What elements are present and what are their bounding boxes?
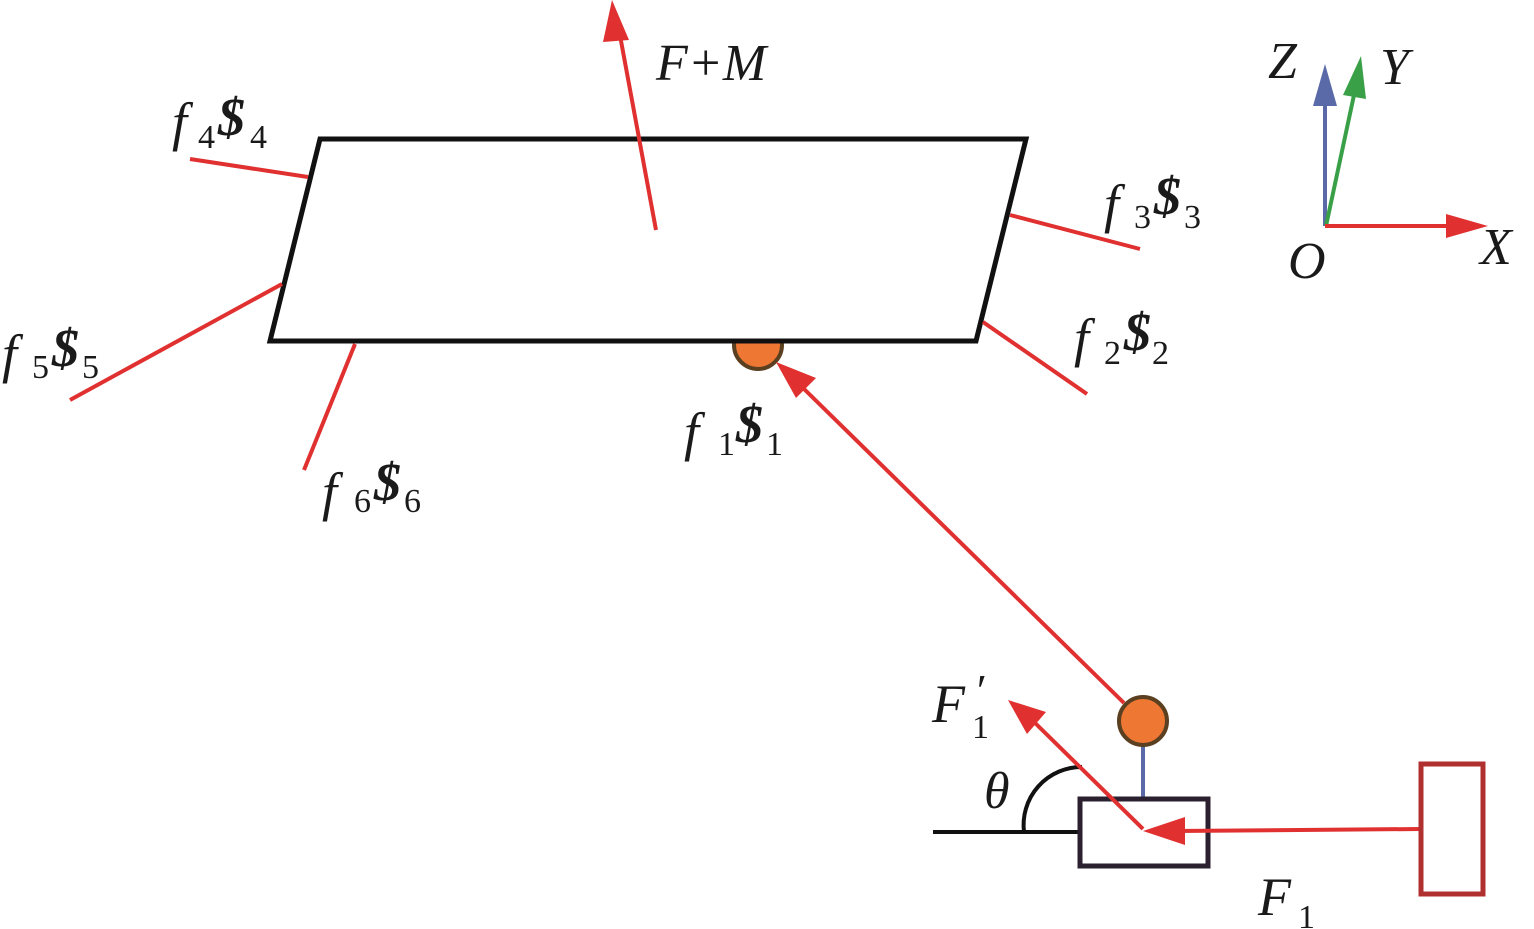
z-axis-arrowhead [1313,64,1337,106]
svg-text:1: 1 [1298,899,1315,929]
origin-label: O [1288,233,1326,290]
svg-text:$: $ [51,318,79,378]
resultant-arrowhead [603,0,629,42]
actuator-base [1418,761,1486,897]
svg-text:F: F [931,674,966,734]
svg-text:$: $ [217,87,245,147]
x-axis-arrowhead [1446,214,1488,238]
svg-text:$: $ [1153,166,1181,226]
svg-text:2: 2 [1104,335,1121,372]
slider-force-arrowhead [1143,817,1185,845]
svg-text:3: 3 [1134,199,1151,236]
svg-text:f: f [1074,308,1096,368]
leg-force-arrow [798,383,1126,705]
svg-text:$: $ [373,452,401,512]
svg-text:1: 1 [766,426,783,463]
angle-label: θ [984,763,1010,820]
leg-arrowhead [776,362,816,398]
y-axis [1324,94,1356,227]
svg-text:4: 4 [198,119,215,156]
twist-line-2 [981,320,1089,396]
twist-label-2: f 2 $ 2 [1074,302,1169,372]
svg-text:f: f [172,92,194,152]
svg-text:3: 3 [1184,199,1201,236]
component-force-label: F ′ 1 [931,665,989,746]
svg-text:f: f [684,402,706,462]
svg-text:$: $ [735,394,763,454]
twist-line-4 [189,157,309,179]
x-axis-label: X [1478,219,1514,276]
svg-text:6: 6 [404,483,421,520]
twist-label-5: f 5 $ 5 [2,318,99,386]
svg-text:′: ′ [974,665,985,716]
y-axis-arrowhead [1343,56,1366,99]
svg-text:f: f [2,324,24,384]
angle-arc [1021,764,1083,833]
svg-text:f: f [1104,174,1126,234]
svg-text:$: $ [1123,302,1151,362]
z-axis-label: Z [1268,33,1298,90]
svg-text:4: 4 [250,119,267,156]
twist-label-6: f 6 $ 6 [322,452,421,522]
twist-label-1: f 1 $ 1 [684,394,783,463]
twist-label-4: f 4 $ 4 [172,87,267,156]
twist-line-3 [1009,213,1141,251]
twist-line-5 [69,282,283,402]
twist-line-6 [302,343,357,471]
svg-text:2: 2 [1152,335,1169,372]
svg-text:5: 5 [82,349,99,386]
component-arrowhead [1008,700,1046,734]
svg-text:6: 6 [354,483,371,520]
joint-mask [720,310,800,339]
svg-text:1: 1 [718,426,735,463]
twist-label-3: f 3 $ 3 [1104,166,1201,236]
lower-joint [1117,695,1169,747]
svg-text:F: F [1257,867,1292,927]
slider-force-arrow [1174,827,1421,833]
component-force-arrow [1028,716,1145,831]
resultant-force-arrow [617,29,658,231]
svg-text:1: 1 [972,709,989,746]
moving-platform [266,136,1030,344]
resultant-label: F+M [655,35,769,92]
svg-text:5: 5 [32,349,49,386]
svg-text:f: f [322,462,344,522]
slider-force-label: F 1 [1257,867,1315,929]
y-axis-label: Y [1380,39,1414,96]
